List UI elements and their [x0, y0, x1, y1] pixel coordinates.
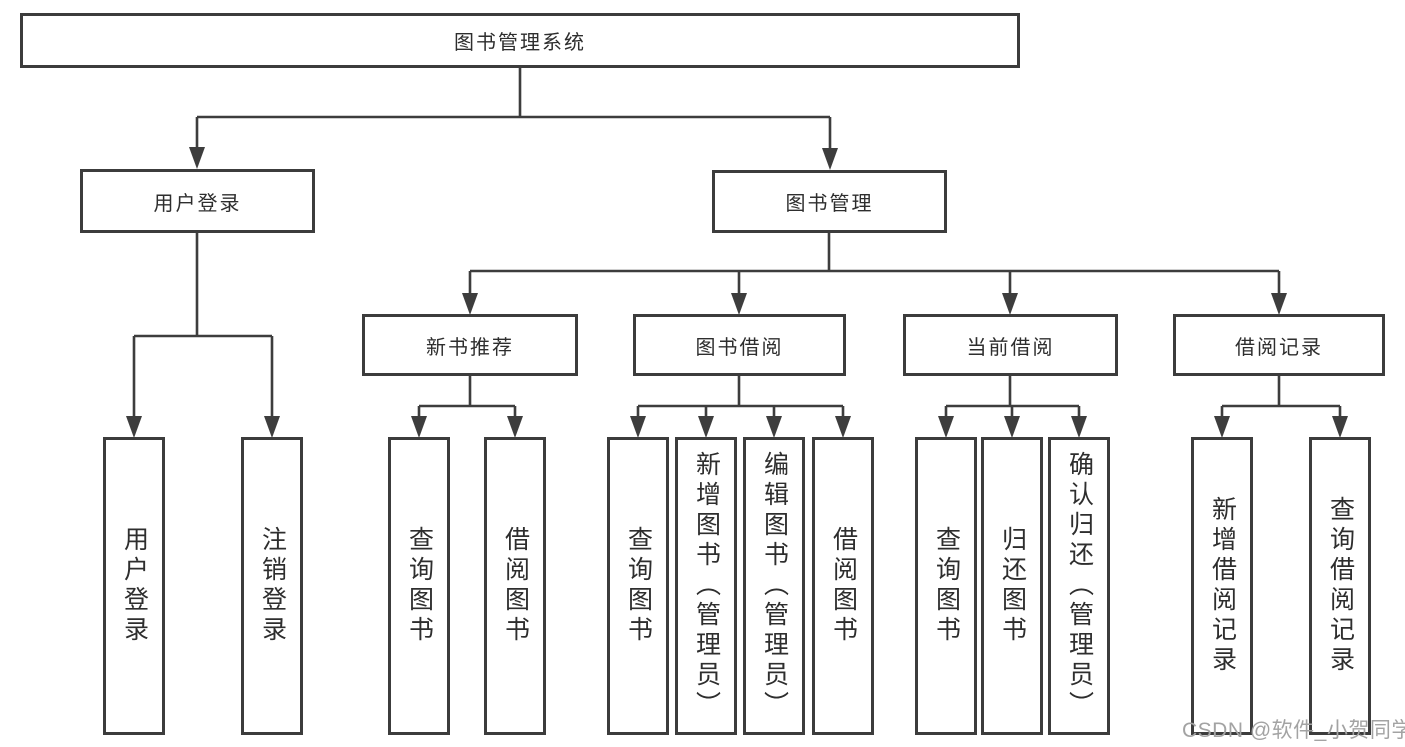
leaf-query-books-borrow-label: 查询图书 — [624, 526, 653, 646]
leaf-query-books-current-label: 查询图书 — [932, 526, 961, 646]
leaf-add-books-admin: 新增图书（管理员） — [675, 437, 737, 735]
node-user-login-label: 用户登录 — [153, 192, 242, 215]
leaf-add-borrow-record-label: 新增借阅记录 — [1208, 496, 1237, 676]
node-new-book-recommend-label: 新书推荐 — [426, 336, 514, 359]
node-new-book-recommend: 新书推荐 — [362, 314, 578, 376]
leaf-logout: 注销登录 — [241, 437, 303, 735]
node-root-library-system: 图书管理系统 — [20, 13, 1020, 68]
csdn-watermark: CSDN @软件_小贺同学 — [1182, 719, 1405, 742]
node-root-label: 图书管理系统 — [454, 32, 586, 54]
leaf-logout-label: 注销登录 — [258, 526, 287, 646]
leaf-edit-books-admin: 编辑图书（管理员） — [743, 437, 805, 735]
leaf-edit-books-admin-label: 编辑图书（管理员） — [760, 451, 789, 721]
node-book-borrow: 图书借阅 — [633, 314, 846, 376]
leaf-borrow-books-label: 借阅图书 — [829, 526, 858, 646]
leaf-borrow-books-recommend-label: 借阅图书 — [501, 526, 530, 646]
node-book-management: 图书管理 — [712, 170, 947, 233]
node-book-borrow-label: 图书借阅 — [695, 336, 784, 359]
leaf-add-borrow-record: 新增借阅记录 — [1191, 437, 1253, 735]
leaf-query-books-current: 查询图书 — [915, 437, 977, 735]
connector-book-management-to-level3 — [462, 233, 1287, 315]
leaf-user-login-label: 用户登录 — [120, 526, 149, 646]
connector-new-book-to-leaves — [411, 376, 523, 438]
node-current-borrow-label: 当前借阅 — [966, 336, 1055, 359]
leaf-query-books-borrow: 查询图书 — [607, 437, 669, 735]
connector-current-borrow-to-leaves — [938, 376, 1087, 438]
connector-book-borrow-to-leaves — [630, 376, 851, 438]
connector-user-login-to-leaves — [126, 233, 280, 438]
node-user-login: 用户登录 — [80, 169, 315, 233]
node-book-management-label: 图书管理 — [785, 193, 874, 215]
leaf-confirm-return-admin: 确认归还（管理员） — [1048, 437, 1110, 735]
leaf-query-books-recommend-label: 查询图书 — [405, 526, 434, 646]
connector-root-to-level2 — [189, 68, 838, 170]
leaf-borrow-books-recommend: 借阅图书 — [484, 437, 546, 735]
node-borrow-records-label: 借阅记录 — [1235, 336, 1323, 359]
leaf-user-login: 用户登录 — [103, 437, 165, 735]
node-current-borrow: 当前借阅 — [903, 314, 1118, 376]
node-borrow-records: 借阅记录 — [1173, 314, 1385, 376]
connector-borrow-records-to-leaves — [1214, 376, 1348, 438]
leaf-query-borrow-record: 查询借阅记录 — [1309, 437, 1371, 735]
leaf-add-books-admin-label: 新增图书（管理员） — [692, 451, 721, 721]
leaf-query-borrow-record-label: 查询借阅记录 — [1326, 496, 1355, 676]
leaf-query-books-recommend: 查询图书 — [388, 437, 450, 735]
leaf-borrow-books: 借阅图书 — [812, 437, 874, 735]
leaf-return-books-label: 归还图书 — [998, 526, 1027, 646]
leaf-confirm-return-admin-label: 确认归还（管理员） — [1065, 451, 1094, 721]
leaf-return-books: 归还图书 — [981, 437, 1043, 735]
